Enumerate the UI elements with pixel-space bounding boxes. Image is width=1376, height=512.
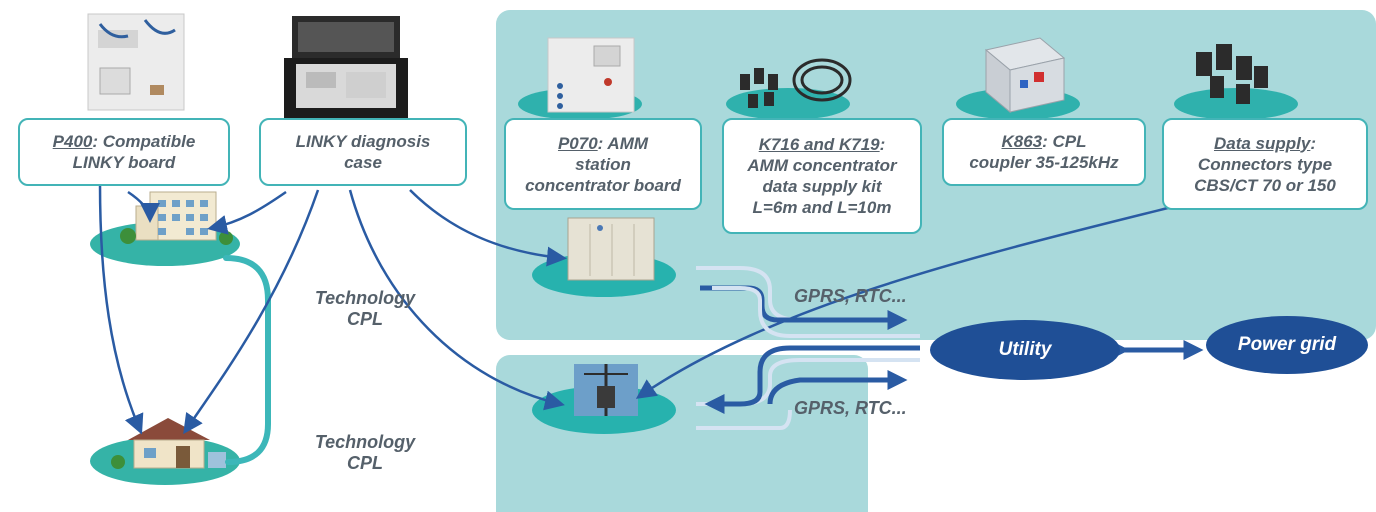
gprs-rtc-label-bottom: GPRS, RTC...	[794, 398, 907, 418]
connectors-icon	[1196, 44, 1268, 104]
pole-transformer-icon	[574, 364, 638, 416]
product-code: P070	[557, 133, 598, 153]
product-label-p070: P070: AMM station concentrator board	[504, 118, 702, 210]
product-code: Data supply	[1213, 133, 1311, 153]
house-icon	[111, 418, 226, 469]
product-code: K863	[1001, 132, 1043, 151]
product-line: AMM concentrator	[747, 156, 897, 175]
board-icon	[87, 13, 185, 111]
product-label-k863: K863: CPL coupler 35-125kHz	[942, 118, 1146, 186]
product-line: CBS/CT 70 or 150	[1194, 175, 1336, 195]
product-line: case	[344, 153, 382, 172]
product-line: station	[575, 154, 631, 174]
substation-cabinet-icon	[567, 217, 655, 281]
diagnosis-arrows	[98, 183, 1201, 435]
product-label-p400: P400: Compatible LINKY board	[18, 118, 230, 186]
product-line: data supply kit	[762, 177, 882, 196]
diagnosis-case-icon	[284, 16, 408, 118]
station-board-icon	[547, 37, 635, 113]
technology-cpl-label-top: Technology CPL	[314, 288, 416, 329]
product-line: Connectors type	[1197, 154, 1333, 174]
product-line: concentrator board	[525, 175, 681, 195]
product-code: P400	[52, 132, 93, 151]
product-line: coupler 35-125kHz	[969, 153, 1119, 172]
communication-arrows	[696, 266, 1204, 430]
product-title: : CPL	[1042, 132, 1087, 151]
power-grid-node: Power grid	[1206, 316, 1368, 374]
utility-node: Utility	[930, 320, 1120, 380]
product-label-diagnosis-case: LINKY diagnosis case	[259, 118, 467, 186]
product-title: :	[1310, 133, 1317, 153]
cable-kit-icon	[740, 58, 852, 108]
product-title: : AMM	[597, 133, 649, 153]
product-title: :	[879, 135, 886, 154]
gprs-rtc-label-top: GPRS, RTC...	[794, 286, 907, 306]
product-label-data-supply: Data supply: Connectors type CBS/CT 70 o…	[1162, 118, 1368, 210]
product-label-k716-k719: K716 and K719: AMM concentrator data sup…	[722, 118, 922, 234]
product-title: LINKY diagnosis	[295, 132, 431, 151]
product-line: LINKY board	[72, 153, 176, 172]
product-line: L=6m and L=10m	[752, 198, 892, 217]
technology-cpl-label-bottom: Technology CPL	[314, 432, 416, 473]
cpl-cables	[223, 255, 523, 465]
coupler-box-icon	[984, 37, 1066, 114]
product-code: K716 and K719	[758, 135, 880, 154]
product-title: : Compatible	[92, 132, 196, 151]
